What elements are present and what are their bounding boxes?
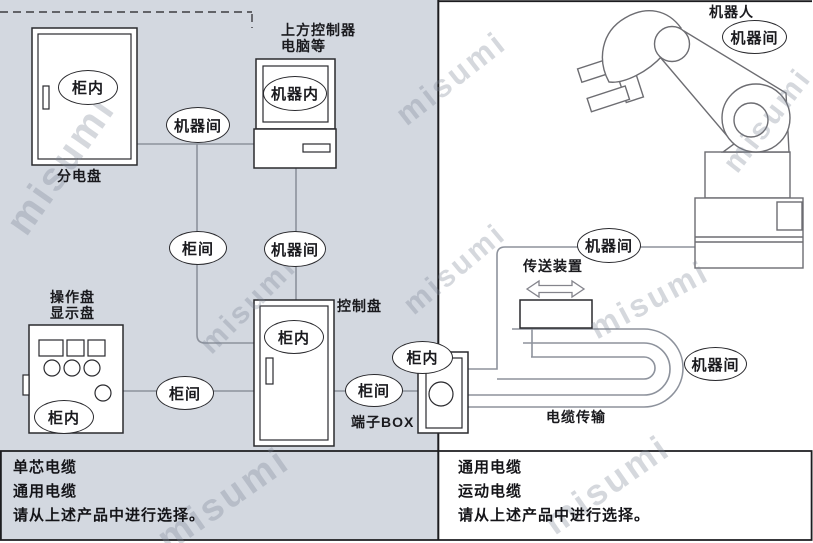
bottom-left-recommendation: 单芯电缆 通用电缆 请从上述产品中进行选择。 [13, 456, 205, 528]
control-panel-door [259, 305, 329, 441]
upper-controller-label: 上方控制器 电脑等 [281, 22, 356, 54]
line-terminal-to-robot [468, 246, 695, 370]
tag-between-machines-robot-line: 机器间 [577, 228, 641, 263]
distribution-board-door [37, 33, 132, 160]
distribution-board-label: 分电盘 [57, 168, 102, 184]
cable-carrier-middle [468, 342, 671, 396]
terminal-box-label: 端子BOX [351, 414, 415, 430]
computer-base-unit [253, 128, 337, 169]
dashed-boundary-line [0, 11, 253, 28]
tag-cabinet-inner-terminal: 柜内 [392, 341, 453, 374]
operation-panel-label: 操作盘 显示盘 [50, 289, 95, 321]
conveyor-motion-arrow-icon [525, 279, 586, 299]
gripper-finger-lower [586, 85, 631, 113]
tag-between-machines-mid: 机器间 [264, 231, 326, 267]
tag-cabinet-inner-operation: 柜内 [34, 400, 94, 434]
robot-arm [576, 10, 804, 269]
control-panel-label: 控制盘 [337, 298, 382, 314]
tag-between-machines-robot: 机器间 [722, 20, 787, 54]
bottom-right-line2: 运动电缆 [458, 483, 523, 500]
tag-between-machines-carrier: 机器间 [684, 347, 747, 381]
operation-panel-display-2 [66, 339, 85, 357]
robot-base-seam-lines [695, 236, 803, 243]
operation-panel-button-2 [63, 359, 81, 377]
robot-label: 机器人 [709, 4, 754, 20]
upper-controller-label-line2: 电脑等 [281, 38, 326, 54]
bottom-left-line2: 通用电缆 [13, 483, 78, 500]
tag-between-cabinets-terminal: 柜间 [345, 374, 403, 407]
tag-between-machines-top: 机器间 [166, 107, 230, 143]
operation-panel-button-3 [83, 359, 101, 377]
computer-drive-slot [302, 143, 331, 153]
operation-panel-display-3 [87, 339, 106, 357]
bottom-right-line1: 通用电缆 [458, 459, 523, 476]
tag-cabinet-inner-control: 柜内 [264, 320, 324, 354]
robot-base-lower [694, 197, 804, 269]
operation-panel-handle [22, 374, 30, 396]
robot-elbow-joint-inner [733, 102, 769, 138]
conveyor-label: 传送装置 [523, 258, 583, 274]
robot-base-upper [704, 151, 791, 199]
robot-base-connector-box [776, 201, 803, 231]
operation-panel-knob [94, 384, 112, 402]
operation-panel-label-line1: 操作盘 [50, 289, 95, 305]
control-panel-handle [265, 357, 274, 385]
cable-carrier-inner [497, 356, 656, 380]
cable-carrier-outer [468, 328, 684, 408]
operation-panel-button-1 [43, 359, 61, 377]
bottom-right-line3: 请从上述产品中进行选择。 [458, 507, 651, 524]
bottom-right-recommendation: 通用电缆 运动电缆 请从上述产品中进行选择。 [458, 456, 650, 528]
line-distribution-to-control [196, 144, 254, 344]
tag-cabinet-inner-distribution: 柜内 [58, 70, 118, 105]
robot-elbow-joint [721, 83, 791, 153]
distribution-board-handle [42, 85, 50, 110]
robot-wrist-joint [653, 25, 691, 63]
upper-controller-label-line1: 上方控制器 [281, 22, 356, 38]
bottom-left-line1: 单芯电缆 [13, 459, 78, 476]
tag-between-cabinets-mid: 柜间 [169, 231, 227, 265]
robot-wrist-housing [601, 10, 682, 83]
terminal-box-port [428, 381, 454, 407]
conveyor-carriage [519, 299, 593, 329]
bottom-left-line3: 请从上述产品中进行选择。 [13, 507, 206, 524]
operation-panel-display-1 [38, 339, 64, 357]
tag-between-cabinets-operation: 柜间 [156, 376, 214, 410]
tag-machine-inner-computer: 机器内 [263, 76, 327, 111]
operation-panel-label-line2: 显示盘 [50, 305, 95, 321]
cable-transfer-label: 电缆传输 [546, 409, 606, 425]
